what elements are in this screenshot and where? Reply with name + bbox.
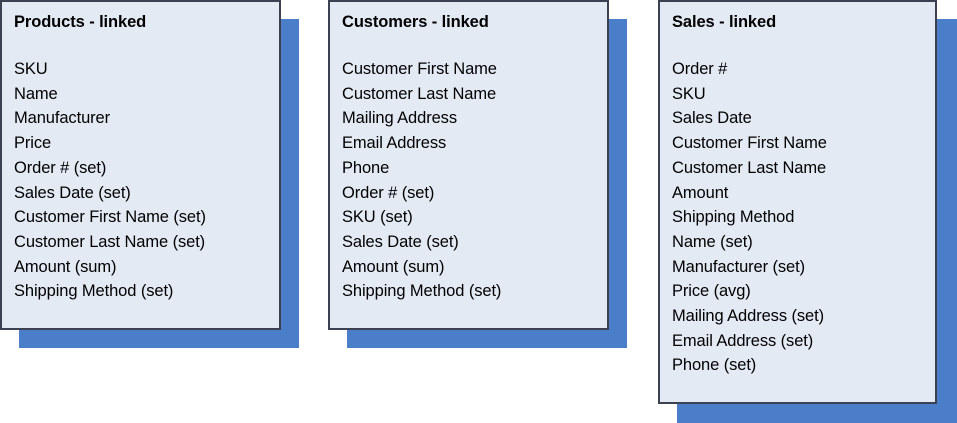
entity-card-sales[interactable]: Sales - linked Order # SKU Sales Date Cu… <box>658 0 957 423</box>
card-title: Products - linked <box>14 13 147 31</box>
field-item: Amount (sum) <box>14 257 117 276</box>
field-item: Price <box>14 134 52 153</box>
entity-card-customers[interactable]: Customers - linked Customer First Name C… <box>328 0 627 348</box>
card-title: Sales - linked <box>672 13 777 31</box>
field-item: Amount <box>672 183 729 202</box>
field-item: Order # (set) <box>342 183 435 202</box>
field-item: Customer First Name <box>672 134 827 153</box>
field-item: Amount (sum) <box>342 257 445 276</box>
field-item: Shipping Method (set) <box>14 282 174 301</box>
field-item: Name <box>14 84 58 103</box>
field-item: Sales Date <box>672 109 752 128</box>
card-body: Products - linked SKU Name Manufacturer … <box>0 0 281 330</box>
field-item: Sales Date (set) <box>14 183 131 202</box>
field-item: Phone <box>342 158 390 177</box>
field-item: Shipping Method (set) <box>342 282 502 301</box>
field-item: Customer Last Name <box>672 158 827 177</box>
field-item: SKU <box>14 60 48 78</box>
field-item: Manufacturer (set) <box>672 257 805 276</box>
field-item: Customer Last Name (set) <box>14 232 206 251</box>
field-list: SKU Name Manufacturer Price Order # (set… <box>14 57 267 304</box>
field-item: Order # (set) <box>14 158 107 177</box>
field-item: Shipping Method <box>672 208 795 227</box>
field-item: Email Address <box>342 134 447 153</box>
field-item: Customer First Name <box>342 60 497 78</box>
field-item: Mailing Address <box>342 109 457 128</box>
field-list: Order # SKU Sales Date Customer First Na… <box>672 57 923 378</box>
card-title: Customers - linked <box>342 13 489 31</box>
field-item: Email Address (set) <box>672 331 814 350</box>
field-item: SKU (set) <box>342 208 413 227</box>
field-item: Price (avg) <box>672 282 751 301</box>
card-body: Sales - linked Order # SKU Sales Date Cu… <box>658 0 937 404</box>
field-item: Mailing Address (set) <box>672 307 824 326</box>
field-item: Phone (set) <box>672 356 757 375</box>
card-body: Customers - linked Customer First Name C… <box>328 0 609 330</box>
field-item: SKU <box>672 84 706 103</box>
field-item: Manufacturer <box>14 109 111 128</box>
field-item: Customer Last Name <box>342 84 497 103</box>
field-list: Customer First Name Customer Last Name M… <box>342 57 595 304</box>
field-item: Customer First Name (set) <box>14 208 206 227</box>
entity-card-products[interactable]: Products - linked SKU Name Manufacturer … <box>0 0 299 348</box>
field-item: Order # <box>672 60 728 78</box>
field-item: Sales Date (set) <box>342 232 459 251</box>
field-item: Name (set) <box>672 232 753 251</box>
